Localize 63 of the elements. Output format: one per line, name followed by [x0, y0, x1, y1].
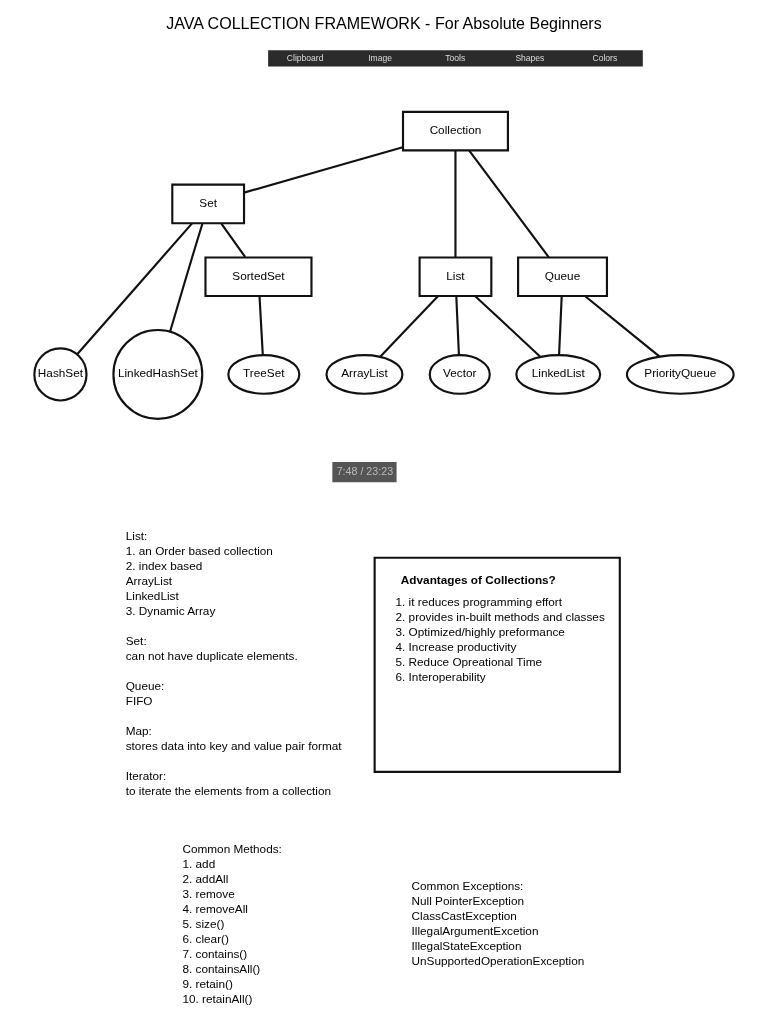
- label: LinkedList: [125, 589, 179, 603]
- label: Set:: [125, 634, 147, 648]
- label: Common Methods:: [182, 842, 282, 856]
- label: ArrayList: [125, 574, 173, 588]
- label: 8. containsAll(): [182, 961, 261, 975]
- node-box: List: [418, 256, 493, 298]
- label: 7:48 / 23:23: [336, 465, 394, 478]
- node-box: SortedSet: [204, 256, 313, 298]
- connector: [243, 146, 403, 194]
- label: ClassCastException: [411, 909, 517, 923]
- node-circle: HashSet: [33, 347, 88, 402]
- label: Queue:: [125, 679, 165, 693]
- connector: [455, 296, 460, 356]
- label: 6. clear(): [182, 931, 229, 945]
- label: FIFO: [125, 694, 153, 708]
- node-box: Collection: [401, 110, 509, 152]
- connector: [76, 222, 193, 355]
- label: 1. an Order based collection: [125, 544, 273, 558]
- label: 3. Dynamic Array: [125, 604, 216, 618]
- label: Common Exceptions:: [411, 879, 524, 893]
- label: to iterate the elements from a collection: [125, 784, 332, 798]
- node-box: Advantages of Collections? 1. it reduces programming effort 2. provides in-built methods and classes 3. Optimized/highly preformance 4. Increase productivity 5. Reduce Opreational Time 6. Interoperability: [373, 556, 621, 773]
- label: 2. index based: [125, 559, 203, 573]
- label: 4. removeAll: [182, 901, 248, 915]
- connector: [220, 222, 247, 258]
- connector: [169, 223, 204, 333]
- label: 3. remove: [182, 886, 235, 900]
- label: 5. size(): [182, 916, 225, 930]
- node-ellipse: Vector: [428, 354, 491, 395]
- connector: [258, 296, 264, 356]
- label: Iterator:: [125, 769, 167, 783]
- node-ellipse: PriorityQueue: [625, 354, 735, 395]
- label: Map:: [125, 724, 152, 738]
- label: List:: [125, 529, 148, 543]
- label: 2. addAll: [182, 872, 229, 885]
- node-box: Set: [171, 183, 246, 225]
- label: IllegalArgumentExcetion: [411, 924, 539, 938]
- connector: [468, 150, 550, 258]
- node-ellipse: ArrayList: [325, 354, 404, 395]
- node-ellipse: LinkedList: [515, 354, 602, 395]
- connector: [474, 295, 542, 358]
- node-box: Queue: [517, 256, 609, 298]
- label: Colors: [592, 52, 618, 63]
- label: can not have duplicate elements.: [125, 649, 298, 663]
- label: Null PointerException: [411, 894, 525, 908]
- connector: [379, 295, 439, 358]
- label: Clipboard: [286, 52, 324, 63]
- label: Tools: [445, 52, 466, 63]
- node-ellipse: TreeSet: [227, 354, 301, 395]
- label: 7. contains(): [182, 946, 248, 960]
- label: Image: [368, 52, 392, 63]
- label: 10. retainAll(): [182, 991, 253, 1005]
- label: stores data into key and value pair format: [125, 739, 342, 753]
- label: Shapes: [515, 52, 545, 63]
- node-circle: LinkedHashSet: [112, 328, 204, 420]
- label: IllegalStateException: [411, 939, 522, 953]
- connector: [558, 296, 563, 356]
- connector: [584, 295, 661, 358]
- label: UnSupportedOperationException: [411, 954, 585, 968]
- label: 9. retain(): [182, 976, 233, 990]
- label: 1. add: [182, 857, 216, 871]
- connector: [454, 150, 457, 258]
- diagram-title: JAVA COLLECTION FRAMEWORK - For Absolute Beginners: [166, 14, 602, 33]
